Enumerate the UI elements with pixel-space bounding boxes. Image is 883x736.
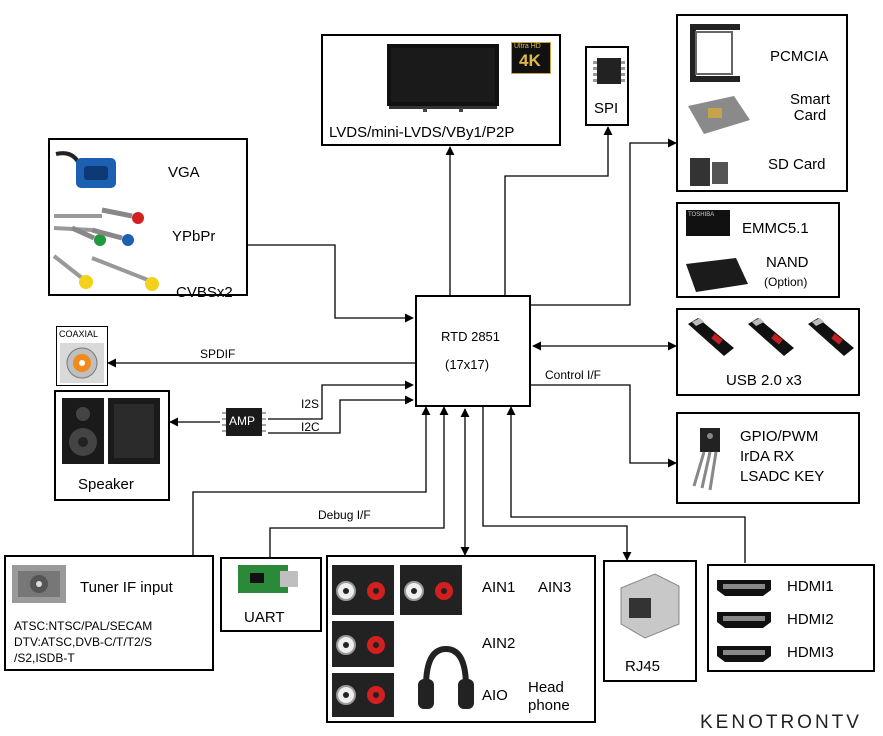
audio-ain1: AIN1 — [482, 579, 516, 596]
hdmi-label-2: HDMI2 — [787, 611, 834, 628]
gpio-line-1: GPIO/PWM — [740, 428, 819, 445]
badge-top: Ultra HD — [514, 43, 541, 50]
line-tuner — [192, 406, 431, 555]
card-sd: SD Card — [768, 156, 826, 173]
hdmi-port-icon-1 — [717, 580, 771, 596]
uart-box: UART — [220, 557, 322, 632]
usb-box: USB 2.0 x3 — [676, 308, 860, 396]
card-slots-box: PCMCIA Smart Card SD Card — [676, 14, 848, 192]
rj45-label: RJ45 — [625, 658, 661, 675]
hdmi-port-icon-2 — [717, 612, 771, 628]
amp-label: AMP — [229, 414, 256, 428]
storage-box: TOSHIBA EMMC5.1 NAND (Option) — [676, 202, 840, 298]
audio-aio: AIO — [482, 687, 508, 704]
audio-box: AIN1 AIN3 AIN2 AIO Head phone — [326, 555, 596, 723]
tuner-atsc: ATSC:NTSC/PAL/SECAM — [14, 619, 153, 633]
link-spdif: SPDIF — [200, 347, 236, 361]
spi-box: SPI — [585, 46, 629, 126]
audio-ain3: AIN3 — [538, 579, 572, 596]
tuner-box: Tuner IF input ATSC:NTSC/PAL/SECAM DTV:A… — [4, 555, 214, 671]
audio-jacks-image — [332, 565, 462, 717]
4k-badge: Ultra HD 4K — [511, 42, 551, 74]
video-ypbpr: YPbPr — [172, 228, 216, 245]
cvbs-cables-image — [52, 254, 159, 291]
watermark: KENOTRONTV — [700, 712, 862, 733]
video-inputs-box: VGA YPbPr CVBSx2 — [48, 138, 248, 301]
usb-label: USB 2.0 x3 — [726, 372, 802, 389]
badge-main: 4K — [519, 51, 541, 70]
line-video — [246, 244, 414, 323]
emmc-label: EMMC5.1 — [742, 220, 809, 237]
line-cards — [530, 138, 677, 306]
speaker-image — [62, 398, 160, 464]
gpio-line-2: IrDA RX — [740, 448, 795, 465]
usb-sticks-icon — [688, 318, 854, 356]
coaxial-box: COAXIAL — [56, 326, 108, 386]
line-rj45 — [482, 407, 632, 561]
headphone-icon — [418, 645, 474, 709]
emmc-chip-image: TOSHIBA — [686, 210, 730, 236]
rj45-jack-image — [620, 573, 680, 639]
gpio-line-3: LSADC KEY — [740, 468, 825, 485]
nand-note: (Option) — [764, 275, 808, 289]
line-hdmi — [506, 406, 746, 563]
vga-connector-image — [55, 151, 116, 188]
hdmi-box: HDMI1 HDMI2 HDMI3 — [707, 564, 875, 672]
rj45-box: RJ45 — [603, 560, 697, 682]
line-i2c — [268, 395, 414, 434]
tuner-dtv-2: /S2,ISDB-T — [14, 651, 75, 665]
tuner-dtv-1: DTV:ATSC,DVB-C/T/T2/S — [14, 635, 153, 649]
spi-chip-image — [593, 58, 625, 84]
transistor-icon — [692, 428, 720, 491]
link-i2c: I2C — [301, 420, 320, 434]
gpio-box: GPIO/PWM IrDA RX LSADC KEY — [676, 412, 860, 504]
chip-name: RTD 2851 — [441, 329, 501, 344]
hdmi-label-1: HDMI1 — [787, 578, 834, 595]
tuner-image — [12, 565, 66, 603]
smart-card-icon — [688, 96, 750, 134]
coaxial-label: COAXIAL — [59, 329, 99, 339]
tuner-title: Tuner IF input — [80, 579, 173, 596]
amp-chip: AMP — [222, 404, 266, 440]
nand-label: NAND — [766, 254, 809, 271]
card-smart: Smart Card — [789, 91, 830, 124]
display-box: Ultra HD 4K LVDS/mini-LVDS/VBy1/P2P — [321, 34, 561, 146]
audio-headphone-2: phone — [528, 697, 570, 714]
display-label: LVDS/mini-LVDS/VBy1/P2P — [329, 124, 515, 141]
speaker-box: Speaker — [54, 390, 170, 501]
line-spi — [504, 126, 613, 295]
line-control — [530, 384, 677, 468]
card-pcmcia: PCMCIA — [770, 48, 829, 65]
line-uart — [269, 406, 449, 557]
link-debug: Debug I/F — [318, 508, 371, 522]
nand-chip-image — [686, 258, 748, 292]
emmc-chip-text: TOSHIBA — [688, 212, 715, 218]
spi-label: SPI — [594, 100, 619, 117]
component-cables-image — [53, 207, 144, 246]
coaxial-jack-icon — [60, 343, 104, 383]
tv-image — [387, 44, 499, 112]
audio-ain2: AIN2 — [482, 635, 516, 652]
link-control: Control I/F — [545, 368, 602, 382]
pcmcia-icon — [690, 24, 740, 82]
rtd-chip-box: RTD 2851 (17x17) — [415, 295, 531, 407]
hdmi-label-3: HDMI3 — [787, 644, 834, 661]
audio-headphone-1: Head — [528, 679, 564, 696]
link-i2s: I2S — [301, 397, 320, 411]
uart-board-image — [238, 565, 298, 593]
video-cvbs: CVBSx2 — [176, 284, 233, 301]
speaker-label: Speaker — [78, 476, 134, 493]
hdmi-port-icon-3 — [717, 646, 771, 662]
amp-chip-icon — [222, 408, 266, 436]
video-vga: VGA — [168, 164, 200, 181]
uart-label: UART — [244, 609, 285, 626]
line-i2s — [268, 380, 414, 420]
sd-card-icon — [690, 158, 728, 186]
chip-package: (17x17) — [445, 357, 490, 372]
